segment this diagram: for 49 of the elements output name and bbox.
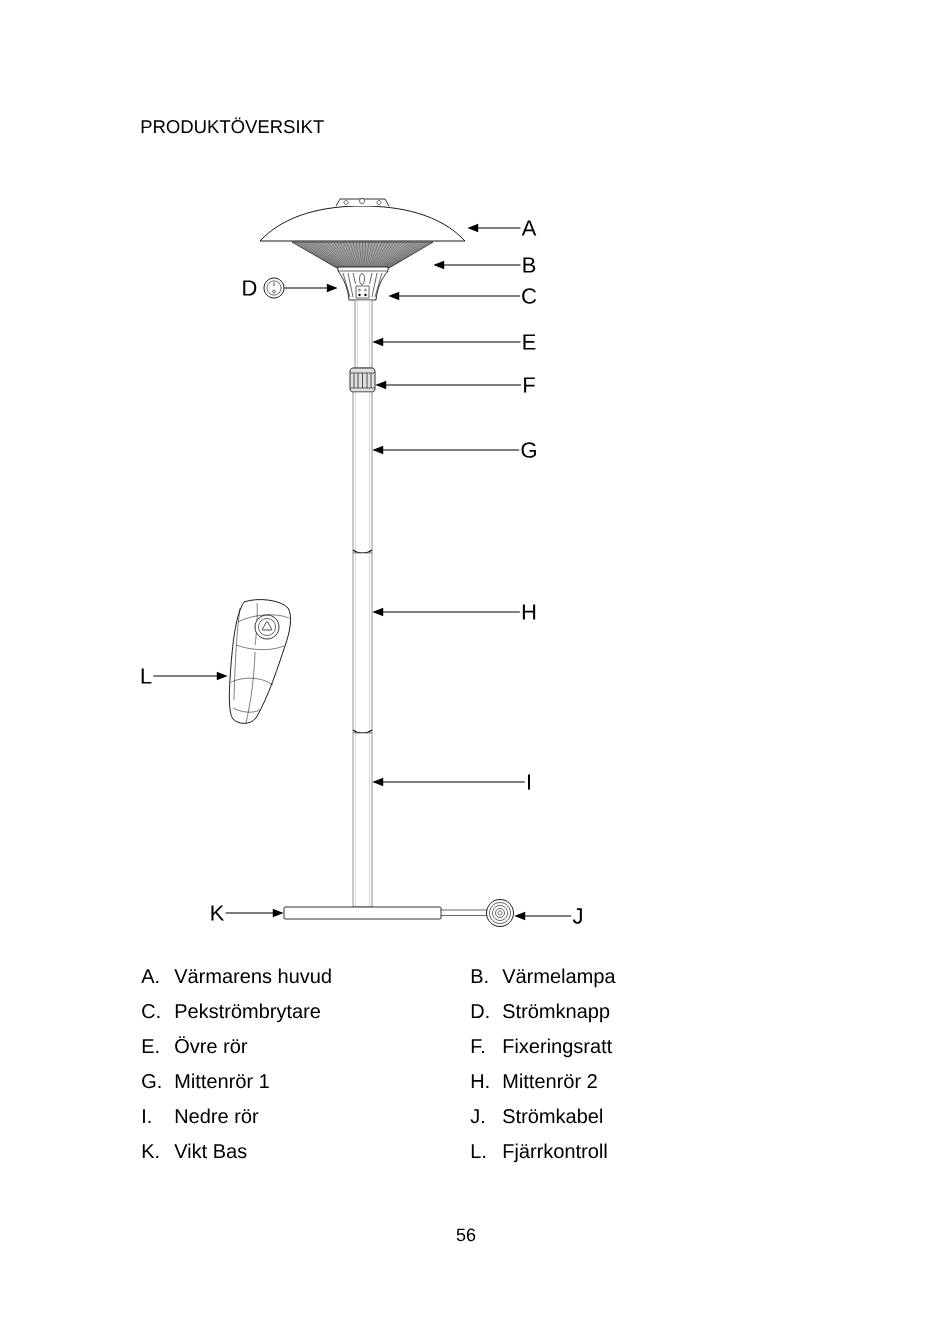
middle-tube (352, 552, 373, 734)
list-letter: L. (471, 1144, 486, 1158)
list-letter: I. (143, 1109, 151, 1123)
part-name: Strömknapp (503, 1003, 610, 1023)
list-letter: B. (471, 969, 488, 983)
title: PRODUKTÖVERSIKT (141, 117, 324, 134)
callout-letter: L (141, 668, 152, 684)
part-name: Fjärrkontroll (503, 1143, 607, 1163)
callout-letter: D (243, 280, 257, 296)
callout-letter: G (521, 442, 536, 458)
list-letter: H. (471, 1074, 489, 1088)
list-letter: J. (470, 1109, 484, 1124)
upper-tube (354, 299, 373, 369)
callout-letter: J (572, 908, 582, 924)
list-letter: K. (142, 1144, 159, 1158)
callout-letter: E (523, 334, 536, 350)
heating-element (291, 241, 434, 269)
part-name: Nedre rör (175, 1108, 259, 1124)
callout-letter: A (521, 220, 537, 236)
part-name: Mittenrör 1 (175, 1073, 269, 1089)
callout-letter: B (523, 257, 536, 273)
part-name: Pekströmbrytare (175, 1003, 320, 1023)
callout-letter: I (527, 774, 531, 790)
list-letter: A. (141, 969, 159, 983)
part-name: Övre rör (175, 1036, 248, 1054)
list-letter: D. (471, 1004, 489, 1018)
locking-knob (349, 367, 376, 393)
remote-control (228, 599, 291, 724)
page-number: 56 (456, 1228, 476, 1242)
part-name: Strömkabel (503, 1108, 602, 1124)
list-letter: C. (142, 1004, 160, 1019)
part-name: Vikt Bas (174, 1143, 247, 1159)
part-name: Fixeringsratt (503, 1038, 613, 1058)
list-letter: E. (142, 1039, 159, 1053)
callout-letter: K (211, 905, 225, 921)
heater-head (259, 198, 466, 242)
power-cable (440, 899, 514, 927)
callout-letter: C (522, 288, 537, 304)
middle-tube (352, 391, 373, 554)
part-name: Mittenrör 2 (503, 1073, 597, 1089)
lower-tube (352, 732, 373, 908)
callout-letter: F (524, 377, 535, 393)
part-name: Värmelampa (502, 968, 616, 988)
weight-base (283, 906, 442, 920)
callout-letter: H (522, 604, 536, 620)
part-name: Värmarens huvud (174, 968, 331, 984)
list-letter: G. (142, 1074, 161, 1089)
list-letter: F. (471, 1039, 484, 1053)
switch-housing (337, 266, 389, 301)
